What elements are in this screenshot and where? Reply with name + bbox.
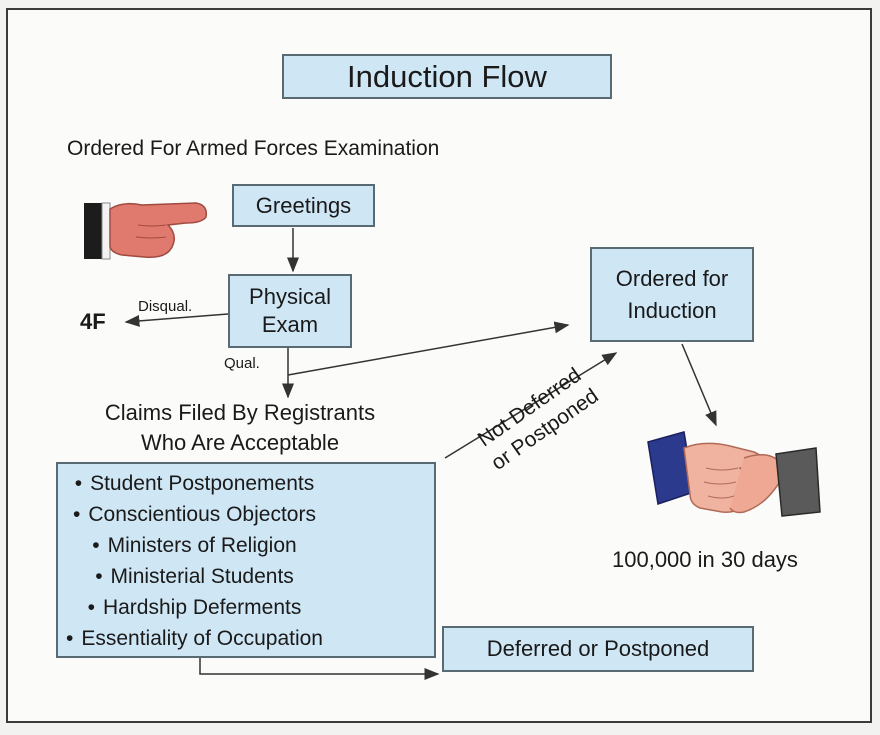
greetings-box: Greetings [232,184,375,227]
physical-exam-label-line2: Exam [261,312,319,337]
fourf-label: 4F [80,309,106,334]
title-box: Induction Flow [282,54,612,99]
list-item: Hardship Deferments [66,592,323,623]
list-item: Conscientious Objectors [66,499,323,530]
disqual-label: Disqual. [138,298,193,315]
deferred-label: Deferred or Postponed [486,636,710,661]
list-item: Ministers of Religion [66,530,323,561]
header-text: Ordered For Armed Forces Examination [67,137,440,160]
physical-exam-label-line1: Physical [249,284,331,309]
claims-list: Student Postponements Conscientious Obje… [66,468,323,654]
list-item: Ministerial Students [66,561,323,592]
arrow-qual-to-ordered [287,321,570,376]
claims-header-line1: Claims Filed By Registrants [104,400,376,425]
ordered-label-line1: Ordered for [615,265,729,291]
handshake-icon [647,431,821,517]
deferred-or-postponed-box: Deferred or Postponed [442,626,754,672]
ordered-label-line2: Induction [627,297,717,323]
ordered-for-induction-box: Ordered for Induction [590,247,754,342]
pointing-hand-icon [84,202,208,260]
arrow-ordered-to-handshake [681,343,717,427]
arrow-claims-to-deferred [199,658,440,680]
arrow-exam-to-4f [124,313,229,327]
physical-exam-box: Physical Exam [228,274,352,348]
list-item: Essentiality of Occupation [66,623,323,654]
claims-box: Student Postponements Conscientious Obje… [56,462,436,658]
list-item: Student Postponements [66,468,323,499]
arrow-not-deferred-to-ordered [444,352,618,459]
claims-header-line2: Who Are Acceptable [140,430,340,455]
diagram-title: Induction Flow [347,58,547,94]
qual-label: Qual. [224,355,260,372]
induction-count: 100,000 in 30 days [612,547,798,572]
claims-header: Claims Filed By Registrants Who Are Acce… [68,398,412,458]
greetings-label: Greetings [255,192,352,218]
